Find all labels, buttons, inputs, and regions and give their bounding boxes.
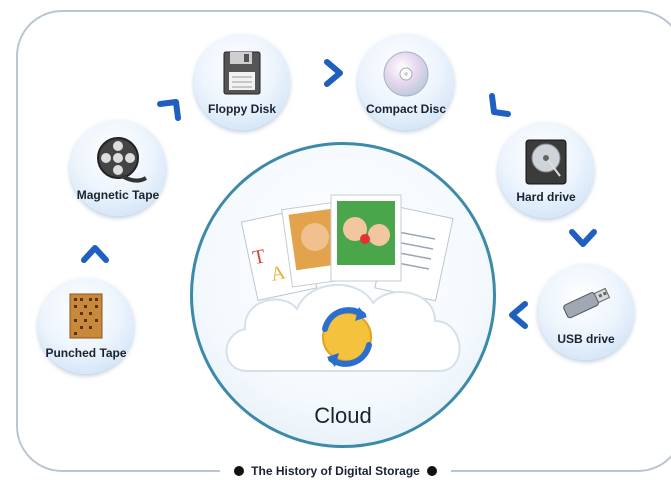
node-floppy-disk: Floppy Disk	[194, 34, 290, 130]
node-label: Magnetic Tape	[76, 188, 160, 202]
chevron-right-icon	[324, 59, 343, 87]
photo-stack-icon	[281, 194, 402, 288]
film-reel-icon	[97, 137, 148, 183]
node-label: Compact Disc	[365, 102, 447, 116]
chevron-up-icon	[81, 245, 109, 263]
usb-drive-icon	[563, 287, 611, 319]
chevron-up-right-icon	[157, 99, 181, 121]
cloud-hub: T A	[190, 142, 496, 448]
node-punched-tape: Punched Tape	[38, 278, 134, 374]
chevron-left-icon	[509, 301, 528, 329]
node-hard-drive: Hard drive	[498, 122, 594, 218]
node-label: Hard drive	[516, 190, 576, 204]
floppy-disk-icon	[223, 51, 261, 95]
node-compact-disc: Compact Disc	[358, 34, 454, 130]
caption-box: The History of Digital Storage	[219, 464, 452, 478]
cloud-label: Cloud	[314, 403, 372, 428]
sync-icon	[322, 307, 372, 367]
chevron-down-icon	[569, 229, 597, 247]
compact-disc-icon	[383, 51, 429, 97]
node-label: Floppy Disk	[207, 102, 276, 116]
svg-text:A: A	[269, 261, 288, 286]
chevron-down-right-icon	[489, 93, 511, 117]
caption-bar: The History of Digital Storage	[0, 462, 671, 480]
punched-tape-icon	[69, 293, 103, 339]
hard-drive-icon	[525, 139, 567, 185]
node-magnetic-tape: Magnetic Tape	[70, 120, 166, 216]
node-usb-drive: USB drive	[538, 264, 634, 360]
svg-text:T: T	[251, 245, 268, 269]
bullet-dot-icon	[427, 466, 438, 476]
node-label: Punched Tape	[45, 346, 127, 360]
node-label: USB drive	[557, 332, 615, 346]
cloud-illustration: T A	[225, 194, 461, 372]
diagram-caption: The History of Digital Storage	[251, 464, 420, 478]
bullet-dot-icon	[233, 466, 244, 476]
